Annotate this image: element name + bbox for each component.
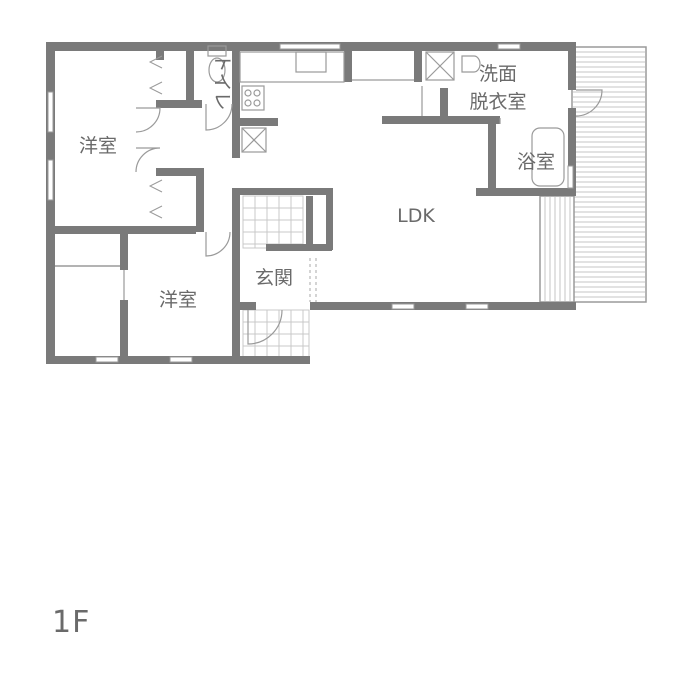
toilet-fixture [207, 45, 227, 83]
windows [47, 43, 574, 363]
room-labels: 洋室 洋室 トイレ 洗面 脱衣室 浴室 LDK 玄関 [79, 53, 555, 311]
doors [123, 89, 603, 345]
room-label-washroom-1: 洗面 [479, 63, 517, 85]
washroom-fixtures [421, 51, 565, 187]
room-label-western-2: 洋室 [159, 289, 197, 311]
kitchen-fixtures [239, 51, 414, 153]
room-label-toilet: トイレ [211, 53, 233, 110]
deck [571, 46, 647, 303]
entrance-threshold [309, 258, 317, 302]
closet-doors [148, 55, 163, 219]
room-label-bathroom: 浴室 [517, 151, 555, 173]
terrace-lower [539, 195, 575, 303]
room-label-western-1: 洋室 [79, 135, 117, 157]
entrance-tiles [242, 195, 310, 359]
floor-label: 1F [52, 605, 91, 640]
room-label-washroom-2: 脱衣室 [469, 91, 526, 113]
room-label-ldk: LDK [397, 205, 435, 227]
room-label-entrance: 玄関 [255, 267, 293, 289]
